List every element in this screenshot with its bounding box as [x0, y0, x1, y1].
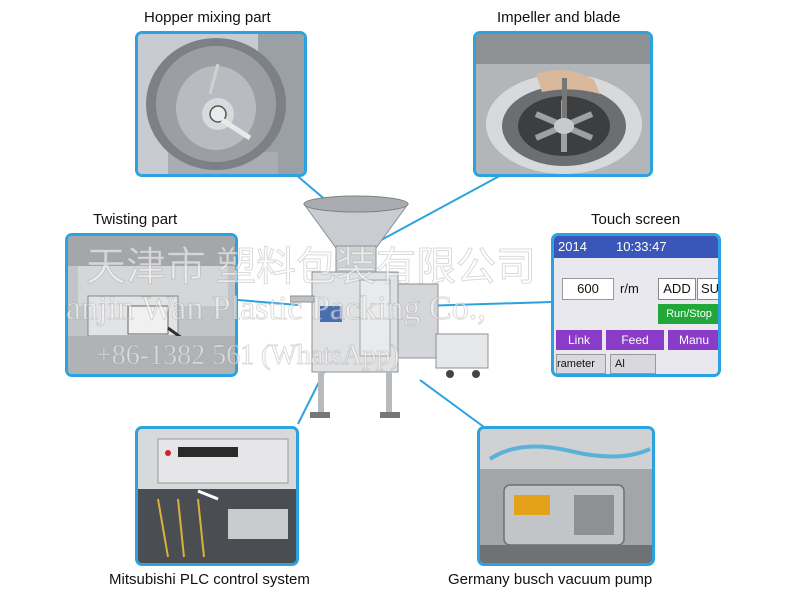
panel-hopper [135, 31, 307, 177]
feed-button[interactable]: Feed [606, 330, 664, 350]
label-pump: Germany busch vacuum pump [448, 571, 653, 588]
hopper-illustration [138, 34, 304, 174]
panel-touch-screen: 2014 10:33:47 600 r/m ADD SU Run/Stop Li… [551, 233, 721, 377]
twisting-illustration [68, 236, 235, 374]
alarm-button[interactable]: Al [610, 354, 656, 374]
add-button[interactable]: ADD [658, 278, 696, 300]
run-stop-button[interactable]: Run/Stop [658, 304, 718, 324]
link-button[interactable]: Link [556, 330, 602, 350]
panel-twisting [65, 233, 238, 377]
label-plc: Mitsubishi PLC control system [109, 571, 310, 588]
connector-impeller [371, 165, 519, 246]
panel-impeller [473, 31, 653, 177]
speed-value[interactable]: 600 [562, 278, 614, 300]
filling-machine-illustration [290, 195, 489, 418]
panel-vacuum-pump [477, 426, 655, 566]
connector-pump [419, 379, 489, 431]
manual-button[interactable]: Manu [668, 330, 718, 350]
sub-button[interactable]: SU [697, 278, 718, 300]
screen-time: 10:33:47 [616, 239, 667, 254]
label-impeller: Impeller and blade [497, 9, 621, 26]
screen-top-bar [554, 236, 718, 258]
connector-twisting [237, 299, 299, 306]
panel-plc [135, 426, 299, 566]
vacuum-pump-illustration [480, 429, 652, 563]
label-twisting: Twisting part [93, 211, 178, 228]
plc-illustration [138, 429, 296, 563]
touch-screen-display: 2014 10:33:47 600 r/m ADD SU Run/Stop Li… [554, 236, 718, 374]
parameter-button[interactable]: rameter [556, 354, 606, 374]
label-hopper: Hopper mixing part [144, 9, 271, 26]
impeller-illustration [476, 34, 650, 174]
speed-unit: r/m [620, 281, 639, 296]
status-light-icon [165, 450, 171, 456]
screen-date: 2014 [558, 239, 587, 254]
label-touch: Touch screen [591, 211, 681, 228]
